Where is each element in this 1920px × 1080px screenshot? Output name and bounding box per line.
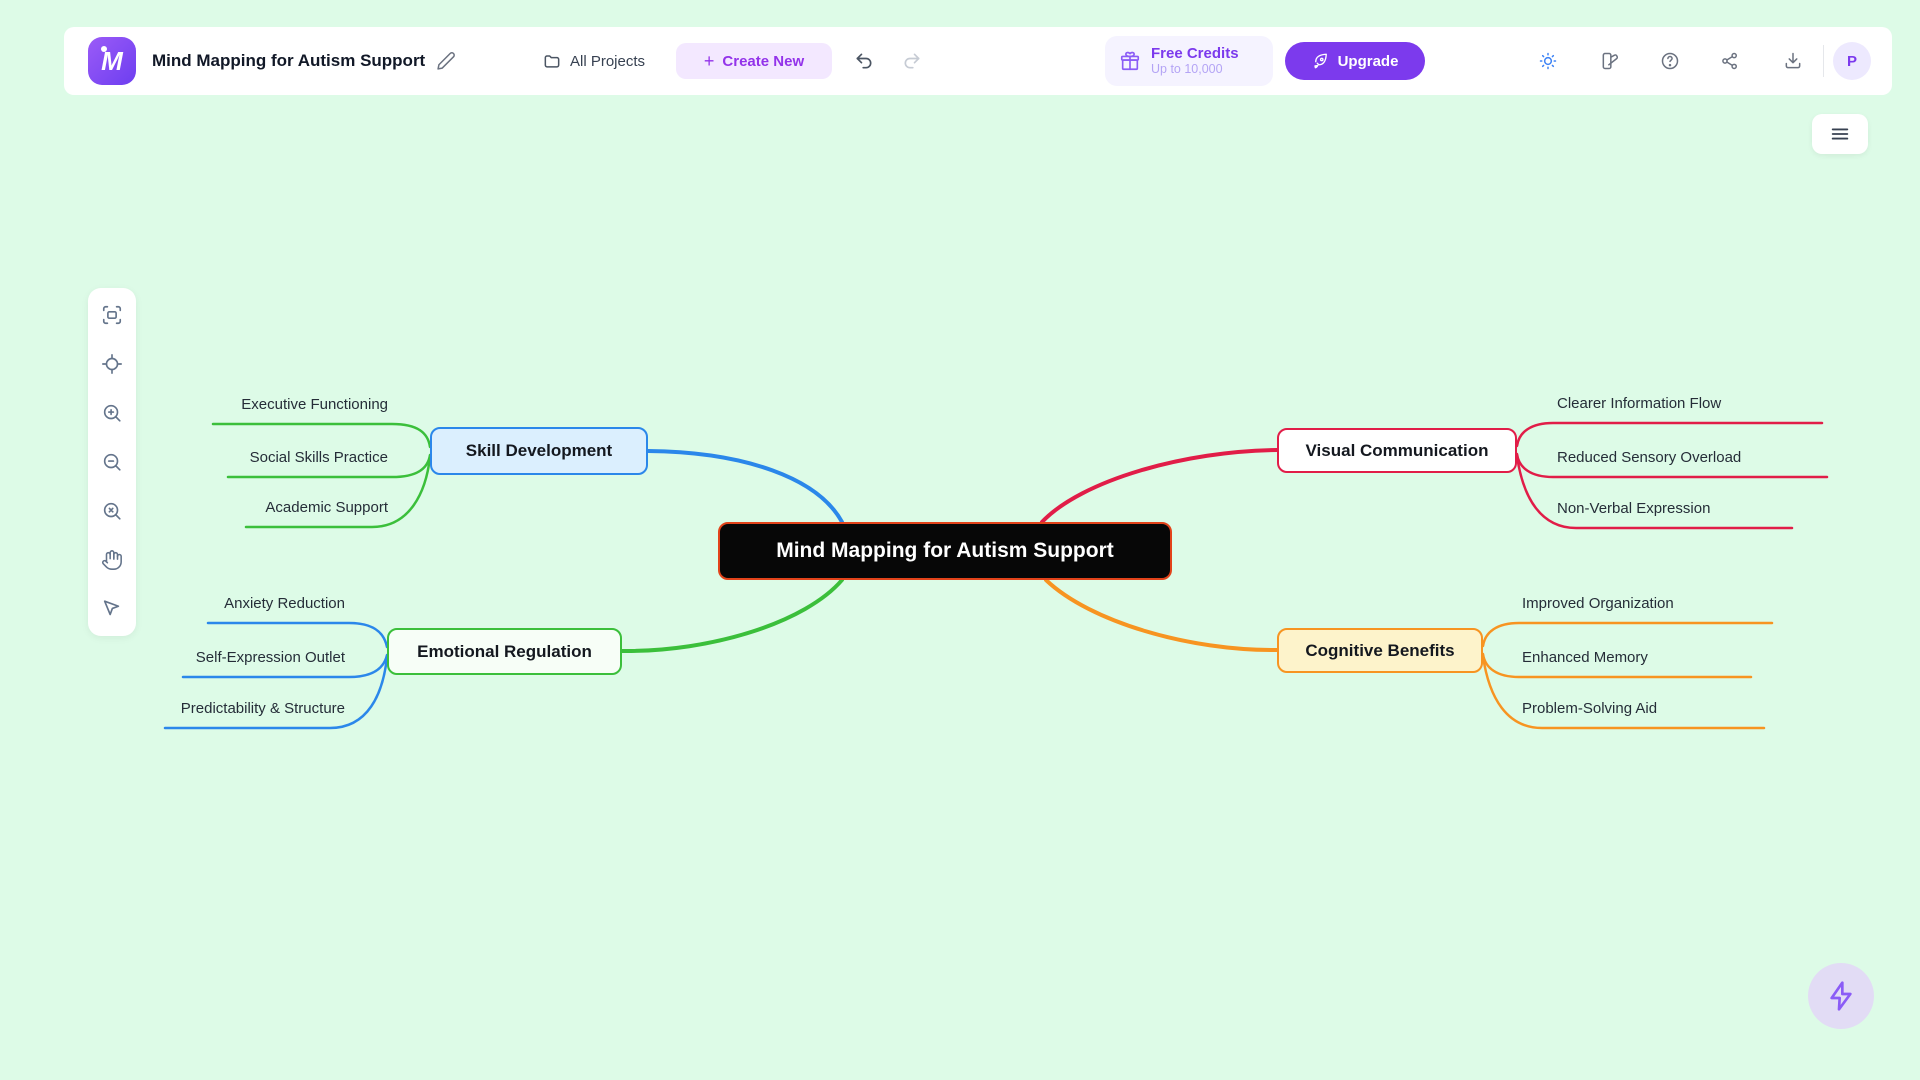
edit-title-icon[interactable] xyxy=(436,51,456,71)
mindmap-child-social-skills-practice[interactable]: Social Skills Practice xyxy=(249,449,388,466)
mindmap-branch-emotional-regulation[interactable]: Emotional Regulation xyxy=(387,628,622,675)
all-projects-label: All Projects xyxy=(570,52,646,70)
free-credits-sublabel: Up to 10,000 xyxy=(1151,62,1223,77)
mindmap-child-self-expression-outlet[interactable]: Self-Expression Outlet xyxy=(195,649,345,666)
download-icon[interactable] xyxy=(1783,51,1803,71)
folder-icon xyxy=(544,55,560,68)
edge-emotion-child-1 xyxy=(206,621,389,649)
upgrade-label: Upgrade xyxy=(1337,52,1399,70)
fit-view-icon[interactable] xyxy=(101,304,123,326)
all-projects-link[interactable]: All Projects xyxy=(542,27,645,95)
edge-root-emotion xyxy=(620,578,844,654)
mindmap-branch-visual-communication[interactable]: Visual Communication xyxy=(1277,428,1517,473)
mindmap-branch-skill-development[interactable]: Skill Development xyxy=(430,427,648,475)
mindmap-child-enhanced-memory[interactable]: Enhanced Memory xyxy=(1522,649,1648,666)
create-new-button[interactable]: + Create New xyxy=(676,43,832,79)
top-bar: M Mind Mapping for Autism Support All Pr… xyxy=(64,27,1892,95)
header-divider xyxy=(1823,45,1824,77)
gift-icon xyxy=(1120,51,1140,71)
locate-icon[interactable] xyxy=(101,353,123,375)
theme-toggle-icon[interactable] xyxy=(1538,51,1558,71)
edge-cognitive-child-1 xyxy=(1481,621,1774,648)
share-icon[interactable] xyxy=(1720,51,1740,71)
edge-root-visual xyxy=(1040,448,1279,524)
pan-hand-icon[interactable] xyxy=(101,549,123,571)
hamburger-icon xyxy=(1831,128,1849,140)
mindmap-child-clearer-information-flow[interactable]: Clearer Information Flow xyxy=(1557,395,1722,412)
redo-icon[interactable] xyxy=(902,51,922,71)
mindmap-child-academic-support[interactable]: Academic Support xyxy=(265,499,388,516)
free-credits-label: Free Credits xyxy=(1151,45,1239,63)
app-logo[interactable]: M xyxy=(88,37,136,85)
canvas-toolbar xyxy=(88,288,136,636)
mindmap-child-problem-solving-aid[interactable]: Problem-Solving Aid xyxy=(1522,700,1658,717)
undo-icon[interactable] xyxy=(854,51,874,71)
edge-root-cognitive xyxy=(1044,578,1279,653)
mindmap-child-executive-functioning[interactable]: Executive Functioning xyxy=(241,396,388,413)
mindmap-root-node[interactable]: Mind Mapping for Autism Support xyxy=(718,522,1172,580)
mindmap-child-improved-organization[interactable]: Improved Organization xyxy=(1522,595,1674,612)
theme-palette-icon[interactable] xyxy=(1600,51,1620,71)
help-icon[interactable] xyxy=(1660,51,1680,71)
rocket-icon xyxy=(1313,53,1327,69)
canvas-menu-button[interactable] xyxy=(1812,114,1868,154)
mindmap-child-anxiety-reduction[interactable]: Anxiety Reduction xyxy=(224,595,345,612)
select-cursor-icon[interactable] xyxy=(101,598,123,620)
user-avatar[interactable]: P xyxy=(1833,42,1871,80)
mindmap-child-reduced-sensory-overload[interactable]: Reduced Sensory Overload xyxy=(1557,449,1742,466)
edge-skill-child-1 xyxy=(211,422,432,449)
edge-visual-child-1 xyxy=(1515,421,1824,448)
edge-root-skill xyxy=(646,449,844,524)
zoom-in-icon[interactable] xyxy=(101,402,123,424)
zoom-reset-icon[interactable] xyxy=(101,500,123,522)
mindmap-child-predictability-structure[interactable]: Predictability & Structure xyxy=(180,700,345,717)
document-title: Mind Mapping for Autism Support xyxy=(152,51,426,70)
upgrade-button[interactable]: Upgrade xyxy=(1285,42,1425,80)
plus-icon: + xyxy=(703,50,715,71)
ai-quick-action-button[interactable] xyxy=(1808,963,1874,1029)
lightning-icon xyxy=(1830,981,1852,1011)
logo-dot xyxy=(101,46,107,52)
zoom-out-icon[interactable] xyxy=(101,451,123,473)
create-new-label: Create New xyxy=(722,52,805,70)
mindmap-branch-cognitive-benefits[interactable]: Cognitive Benefits xyxy=(1277,628,1483,673)
logo-letter: M xyxy=(101,46,123,76)
free-credits-chip[interactable]: Free Credits Up to 10,000 xyxy=(1105,36,1273,86)
mindmap-child-non-verbal-expression[interactable]: Non-Verbal Expression xyxy=(1557,500,1711,517)
